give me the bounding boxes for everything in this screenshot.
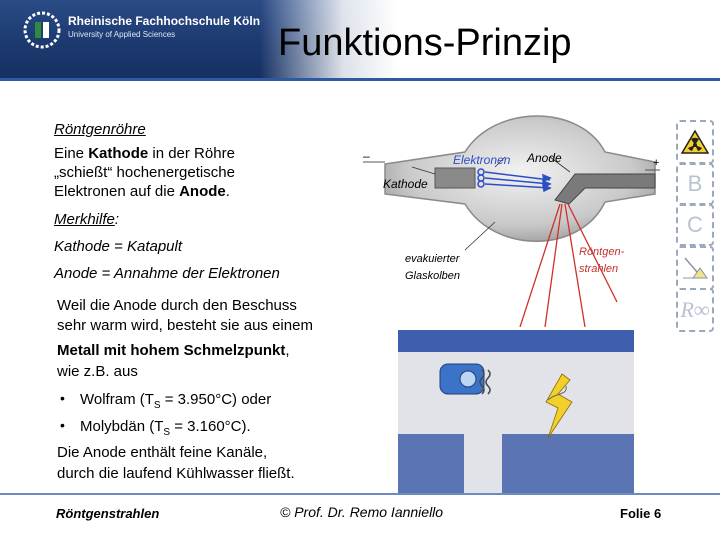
bullet-dot-1: • bbox=[60, 390, 65, 406]
intro-line-3-pre: Elektronen auf die bbox=[54, 183, 180, 200]
para-line-1: Weil die Anode durch den Beschuss bbox=[57, 297, 297, 314]
sidebar-r-label: R∞ bbox=[680, 297, 710, 322]
label-glass-2: Glaskolben bbox=[405, 270, 460, 282]
sidebar-c-label: C bbox=[687, 212, 703, 237]
outro-line-2: durch die laufend Kühlwasser fließt. bbox=[57, 465, 295, 482]
intro-line-3: Elektronen auf die Anode. bbox=[54, 182, 230, 201]
header-fade bbox=[260, 0, 720, 78]
mnemonic-kathode: Kathode = Katapult bbox=[54, 238, 183, 255]
bullet-molybdaen: Molybdän (TS = 3.160°C). bbox=[80, 417, 251, 442]
merkhilfe-heading: Merkhilfe: bbox=[54, 210, 119, 229]
bullet-molybdaen-pre: Molybdän (T bbox=[80, 418, 164, 435]
radiation-warning-button[interactable] bbox=[676, 120, 714, 164]
label-minus: – bbox=[363, 149, 370, 163]
intro-line-1-post: in der Röhre bbox=[148, 145, 235, 162]
cathode-block bbox=[434, 167, 476, 189]
footer-slide-number: Folie 6 bbox=[620, 506, 662, 521]
bullet-wolfram-sub: S bbox=[153, 400, 161, 411]
para-line-3-post: , bbox=[285, 342, 290, 359]
anode-cooling-image bbox=[398, 330, 634, 494]
label-glass-1: evakuierter bbox=[405, 253, 461, 265]
sidebar-b-label: B bbox=[687, 171, 703, 196]
para-line-3: Metall mit hohem Schmelzpunkt, bbox=[57, 341, 290, 360]
radiation-warning-icon bbox=[681, 129, 709, 154]
sidebar-c-button[interactable]: C bbox=[676, 204, 714, 246]
intro-line-1-pre: Eine bbox=[54, 145, 89, 162]
merkhilfe-label: Merkhilfe bbox=[54, 211, 115, 228]
footer-topic: Röntgenstrahlen bbox=[56, 506, 160, 521]
label-plus: + bbox=[653, 157, 659, 169]
prism-icon bbox=[683, 257, 708, 279]
label-cathode: Kathode bbox=[383, 177, 428, 191]
outro-line-1: Die Anode enthält feine Kanäle, bbox=[57, 444, 268, 461]
merkhilfe-colon: : bbox=[114, 211, 120, 228]
label-xray-2: strahlen bbox=[579, 263, 618, 275]
para-metall: Metall mit hohem Schmelzpunkt bbox=[57, 342, 286, 359]
para-line-4: wie z.B. aus bbox=[57, 363, 138, 380]
heading-roentgenroehre: Röntgenröhre bbox=[54, 121, 146, 138]
mnemonic-anode: Anode = Annahme der Elektronen bbox=[54, 265, 280, 282]
university-logo-icon bbox=[23, 11, 61, 49]
header-bar: Rheinische Fachhochschule Köln Universit… bbox=[0, 0, 720, 78]
intro-line-2: „schießt“ hochenergetische bbox=[54, 164, 235, 181]
university-name: Rheinische Fachhochschule Köln bbox=[68, 14, 261, 28]
bullet-dot-2: • bbox=[60, 417, 65, 433]
bullet-molybdaen-sub: S bbox=[163, 427, 171, 438]
bullet-wolfram-post: = 3.950°C) oder bbox=[160, 391, 272, 408]
sidebar-b-button[interactable]: B bbox=[676, 163, 714, 205]
anode-rod bbox=[554, 173, 656, 205]
para-line-2: sehr warm wird, besteht sie aus einem bbox=[57, 317, 313, 334]
intro-line-1: Eine Kathode in der Röhre bbox=[54, 144, 235, 163]
sidebar-r-button[interactable]: R∞ bbox=[676, 288, 714, 332]
slide-title: Funktions-Prinzip bbox=[278, 22, 572, 64]
bullet-molybdaen-post: = 3.160°C). bbox=[170, 418, 251, 435]
bullet-wolfram: Wolfram (TS = 3.950°C) oder bbox=[80, 390, 271, 415]
glass-bulb bbox=[384, 115, 656, 242]
label-xray-1: Röntgen- bbox=[579, 246, 625, 258]
footer-divider bbox=[0, 493, 720, 495]
footer-copyright: © Prof. Dr. Remo Ianniello bbox=[280, 504, 444, 520]
label-anode: Anode bbox=[526, 151, 562, 165]
label-electrons: Elektronen bbox=[453, 153, 511, 167]
intro-kathode: Kathode bbox=[88, 145, 149, 162]
intro-anode: Anode bbox=[179, 183, 226, 200]
university-subtitle: University of Applied Sciences bbox=[68, 30, 176, 39]
intro-line-3-post: . bbox=[225, 183, 230, 200]
xray-tube-diagram: Elektronen Anode Kathode – + evakuierter… bbox=[363, 115, 660, 327]
sidebar-diagram-button[interactable] bbox=[676, 246, 714, 290]
header-divider bbox=[0, 78, 720, 81]
bullet-wolfram-pre: Wolfram (T bbox=[80, 391, 154, 408]
